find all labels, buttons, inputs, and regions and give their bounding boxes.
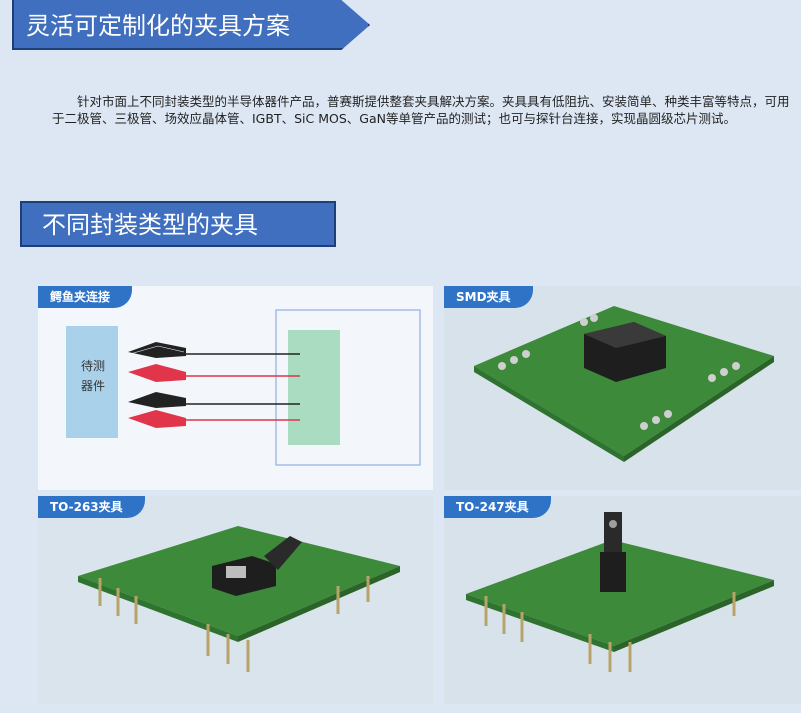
panel-to247-fixture: TO-247夹具	[444, 496, 801, 704]
fixture-frame	[275, 309, 421, 466]
pcb-board	[474, 306, 774, 456]
section-title-banner: 不同封装类型的夹具	[20, 201, 336, 247]
to247-fixture-image	[466, 512, 774, 672]
smd-socket	[584, 322, 666, 382]
alligator-clip-icon	[128, 342, 186, 428]
alligator-diagram: 待测 器件	[66, 309, 421, 466]
to247-socket	[600, 512, 626, 592]
panel-smd-fixture: SMD夹具	[444, 286, 801, 490]
section-title: 不同封装类型的夹具	[42, 211, 258, 239]
intro-paragraph: 针对市面上不同封装类型的半导体器件产品，普赛斯提供整套夹具解决方案。夹具具有低阻…	[52, 94, 790, 126]
pins	[98, 576, 370, 672]
panel-label: TO-247夹具	[444, 496, 551, 518]
smd-fixture-image	[474, 306, 774, 462]
pins	[498, 314, 740, 430]
panel-label: 鳄鱼夹连接	[38, 286, 133, 308]
to263-socket	[212, 536, 302, 596]
pins	[484, 592, 736, 672]
pcb-board	[466, 540, 774, 646]
dut-label-line1: 待测	[81, 359, 105, 373]
panel-to263-fixture: TO-263夹具	[38, 496, 433, 704]
dut-box	[66, 326, 118, 438]
panel-label: TO-263夹具	[38, 496, 145, 518]
panel-label: SMD夹具	[444, 286, 533, 308]
header-title: 灵活可定制化的夹具方案	[26, 12, 290, 40]
panel-alligator-clip: 待测 器件 鳄鱼夹连接	[38, 286, 433, 490]
dut-label-line2: 器件	[81, 379, 105, 393]
fixture-pad	[288, 330, 340, 445]
to263-fixture-image	[78, 526, 400, 672]
header-title-banner: 灵活可定制化的夹具方案	[12, 0, 370, 50]
